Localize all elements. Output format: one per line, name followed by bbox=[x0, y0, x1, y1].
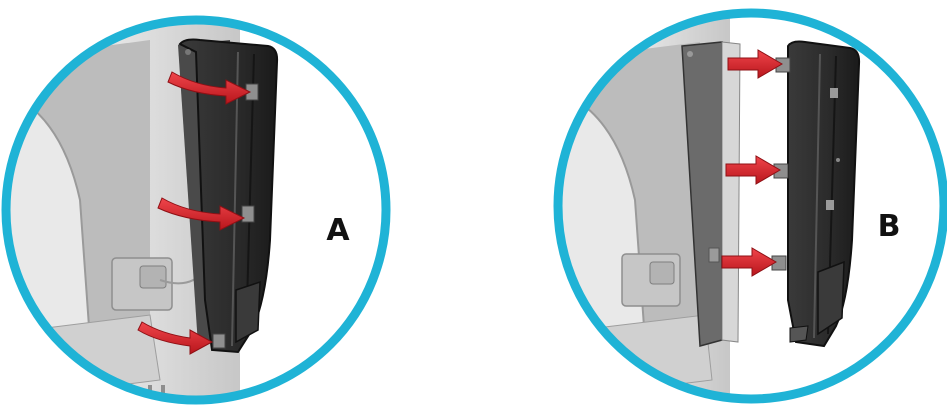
panel-a-tab-middle bbox=[242, 206, 254, 222]
panel-a-tab-bottom bbox=[213, 334, 225, 348]
panel-b-label: B bbox=[878, 209, 901, 244]
panel-b: B bbox=[555, 0, 944, 411]
panel-a-label: A bbox=[326, 213, 350, 248]
panel-a: A bbox=[0, 0, 386, 411]
